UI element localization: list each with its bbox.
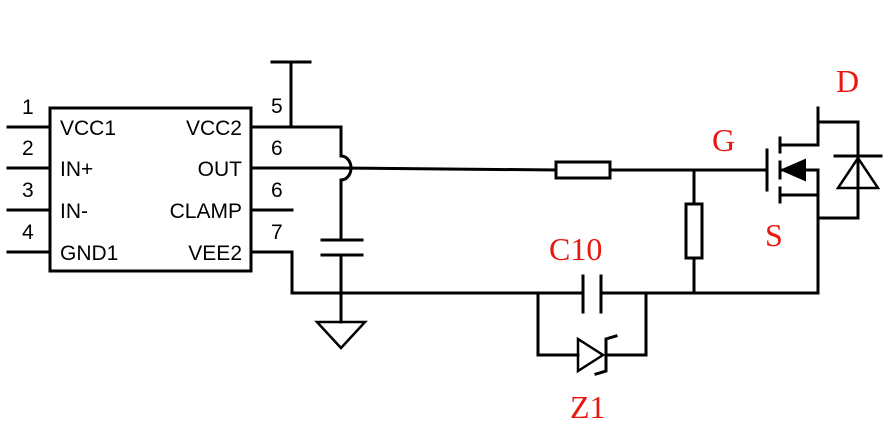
pin-number-2: 2 [22,137,34,160]
pin-number-7: 7 [271,221,283,244]
ic-left-pin-names: VCC1 IN+ IN- GND1 [60,117,118,265]
pin-name-gnd1: GND1 [60,242,118,265]
label-c10: C10 [549,231,602,267]
ic-right-pin-names: VCC2 OUT CLAMP VEE2 [170,117,243,265]
ic-right-pins [249,125,343,254]
zener-z1 [536,291,648,376]
pin-name-vee2: VEE2 [188,242,242,265]
pin-number-3: 3 [22,179,34,202]
vee2-return-rail [290,250,820,295]
ic-left-pins [6,125,52,254]
pin-name-out: OUT [198,158,243,181]
label-gate: G [712,122,735,158]
label-drain: D [836,63,859,99]
label-source: S [765,217,783,253]
ground-symbol [314,320,368,350]
pin-name-vcc1: VCC1 [60,117,116,140]
ic-right-pin-numbers: 5 6 6 7 8 [271,95,283,244]
bypass-capacitor [320,238,364,324]
pin-number-4: 4 [22,221,34,244]
vcc2-supply-rail [270,60,312,129]
pin-number-6-lower: 6 [271,179,283,202]
gate-source-resistor [684,168,704,295]
mosfet [765,106,883,295]
pin-name-clamp: CLAMP [170,200,242,223]
pin-number-6-upper: 6 [271,137,283,160]
pin-number-5: 5 [271,95,283,118]
pin-name-vcc2: VCC2 [186,117,242,140]
capacitor-c10 [581,274,603,314]
pin-name-in-minus: IN- [60,200,88,223]
pin-name-in-plus: IN+ [60,158,93,181]
gate-resistor [554,160,612,180]
ic-left-pin-numbers: 1 2 3 4 [22,96,34,244]
gate-drive-wire [338,166,769,172]
ic-body [48,106,253,273]
label-z1: Z1 [570,389,606,425]
vcc2-bypass-wire [339,125,353,240]
pin-number-1: 1 [22,96,34,119]
